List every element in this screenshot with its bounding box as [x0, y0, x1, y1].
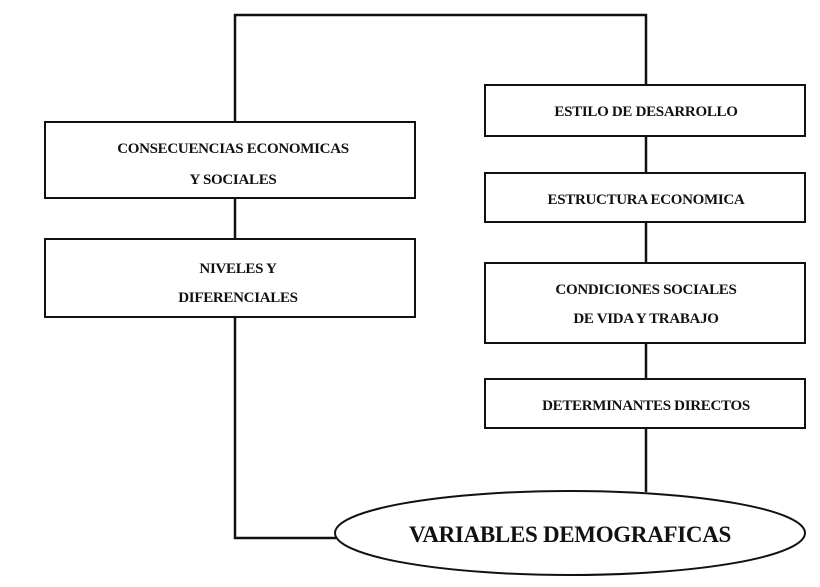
- box-label-line: Y SOCIALES: [190, 172, 277, 188]
- box-estilo-desarrollo: ESTILO DE DESARROLLO: [484, 84, 806, 137]
- box-label-line: ESTILO DE DESARROLLO: [554, 104, 737, 120]
- box-niveles: NIVELES Y DIFERENCIALES: [44, 238, 416, 318]
- box-condiciones-sociales: CONDICIONES SOCIALES DE VIDA Y TRABAJO: [484, 262, 806, 344]
- connector-left-to-center: [233, 317, 336, 540]
- box-label-line: DIFERENCIALES: [178, 290, 297, 306]
- ellipse-variables-demograficas: VARIABLES DEMOGRAFICAS: [334, 490, 806, 576]
- box-label-line: NIVELES Y: [199, 261, 277, 277]
- box-label-line: DE VIDA Y TRABAJO: [573, 311, 718, 327]
- box-determinantes-directos: DETERMINANTES DIRECTOS: [484, 378, 806, 429]
- box-label-line: CONDICIONES SOCIALES: [555, 282, 736, 298]
- box-label-line: CONSECUENCIAS ECONOMICAS: [117, 141, 349, 157]
- box-estructura-economica: ESTRUCTURA ECONOMICA: [484, 172, 806, 223]
- ellipse-label: VARIABLES DEMOGRAFICAS: [409, 522, 731, 547]
- box-label-line: DETERMINANTES DIRECTOS: [542, 398, 750, 414]
- connector-top-loop: [233, 13, 648, 122]
- box-label-line: ESTRUCTURA ECONOMICA: [548, 192, 745, 208]
- box-consecuencias: CONSECUENCIAS ECONOMICAS Y SOCIALES: [44, 121, 416, 199]
